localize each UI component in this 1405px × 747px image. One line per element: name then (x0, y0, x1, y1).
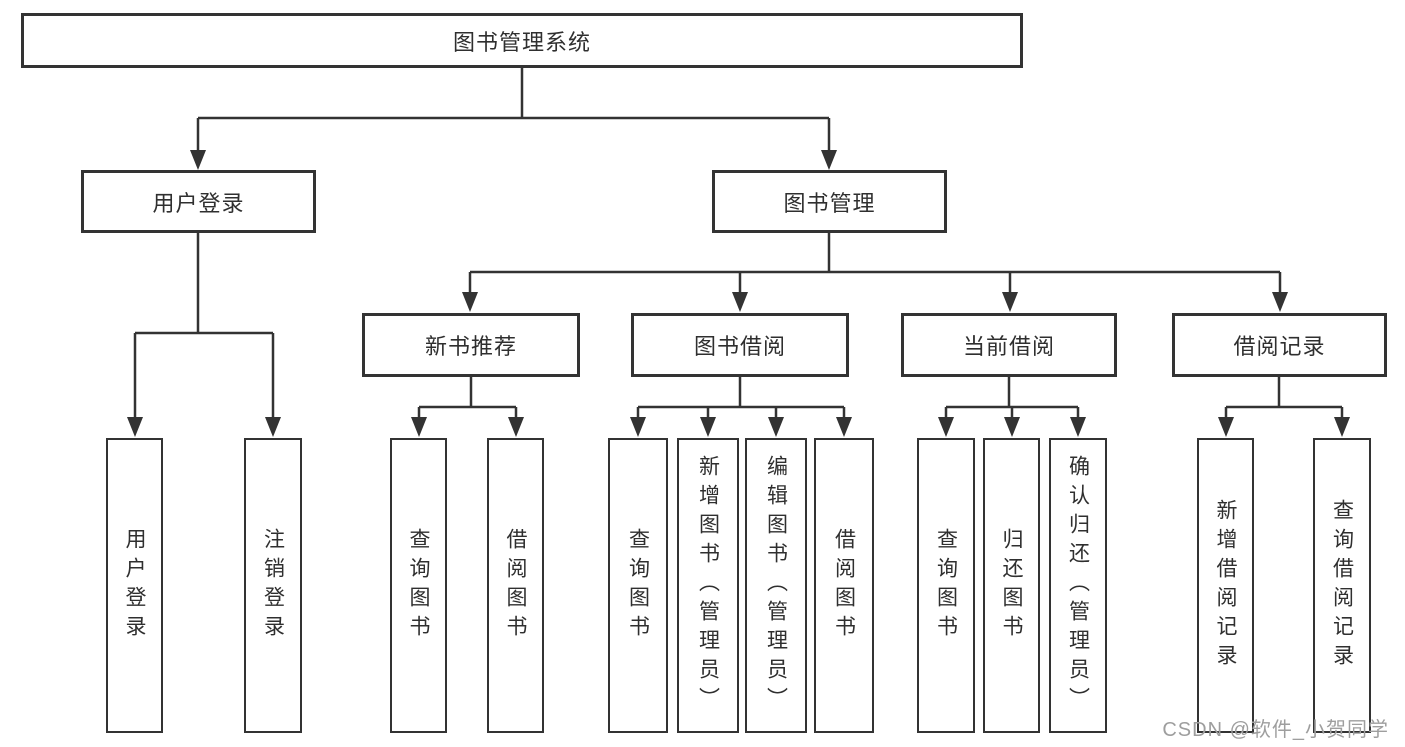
arrowheads-user-login (127, 417, 281, 437)
leaf-user-login-label: 用户登录 (123, 527, 146, 644)
node-borrow-records-label: 借阅记录 (1233, 334, 1326, 359)
leaf-edit-books-admin: 编辑图书（管理员） (745, 438, 807, 733)
node-root-label: 图书管理系统 (452, 29, 591, 55)
node-current-borrow-label: 当前借阅 (962, 334, 1055, 359)
branch-user-login (133, 233, 275, 419)
arrowheads-level2 (190, 150, 837, 170)
arrowheads-borrow-records (1218, 417, 1350, 437)
branch-borrow-records (1224, 377, 1344, 419)
leaf-query-borrow-record: 查询借阅记录 (1313, 438, 1371, 733)
arrowheads-new-book-recommend (411, 417, 524, 437)
csdn-watermark: CSDN @软件_小贺同学 (1162, 719, 1389, 741)
leaf-return-books-label: 归还图书 (1000, 527, 1023, 644)
branch-book-borrow (636, 377, 846, 419)
node-book-management-label: 图书管理 (783, 190, 876, 216)
branch-current-borrow (944, 377, 1080, 419)
branch-new-book-recommend (417, 377, 518, 419)
leaf-confirm-return-admin-label: 确认归还（管理员） (1066, 455, 1090, 716)
node-book-borrow: 图书借阅 (631, 313, 849, 377)
node-user-login: 用户登录 (81, 170, 316, 233)
leaf-query-books-recommend-label: 查询图书 (407, 527, 430, 644)
node-root-library-system: 图书管理系统 (21, 13, 1023, 68)
branch-root-to-level2 (196, 68, 831, 152)
leaf-add-books-admin-label: 新增图书（管理员） (696, 455, 720, 716)
node-book-management: 图书管理 (712, 170, 947, 233)
leaf-query-books-borrow: 查询图书 (608, 438, 668, 733)
node-new-book-recommend-label: 新书推荐 (424, 334, 517, 359)
leaf-query-borrow-record-label: 查询借阅记录 (1330, 498, 1354, 673)
leaf-edit-books-admin-label: 编辑图书（管理员） (764, 455, 788, 716)
node-book-borrow-label: 图书借阅 (693, 334, 786, 359)
arrowheads-book-borrow (630, 417, 852, 437)
leaf-query-books-recommend: 查询图书 (390, 438, 447, 733)
leaf-user-login: 用户登录 (106, 438, 163, 733)
leaf-logout-label: 注销登录 (261, 527, 285, 644)
leaf-borrow-books: 借阅图书 (814, 438, 874, 733)
leaf-logout: 注销登录 (244, 438, 302, 733)
branch-book-management (468, 233, 1282, 294)
leaf-borrow-books-label: 借阅图书 (832, 527, 856, 644)
node-new-book-recommend: 新书推荐 (362, 313, 580, 377)
leaf-query-books-borrow-label: 查询图书 (626, 527, 650, 644)
node-borrow-records: 借阅记录 (1172, 313, 1387, 377)
node-current-borrow: 当前借阅 (901, 313, 1117, 377)
arrowheads-level3 (462, 292, 1288, 312)
leaf-add-books-admin: 新增图书（管理员） (677, 438, 739, 733)
leaf-query-books-current-label: 查询图书 (934, 527, 958, 644)
leaf-borrow-books-recommend-label: 借阅图书 (504, 527, 527, 644)
leaf-confirm-return-admin: 确认归还（管理员） (1049, 438, 1107, 733)
leaf-query-books-current: 查询图书 (917, 438, 975, 733)
leaf-borrow-books-recommend: 借阅图书 (487, 438, 544, 733)
leaf-add-borrow-record: 新增借阅记录 (1197, 438, 1254, 733)
arrowheads-current-borrow (938, 417, 1086, 437)
leaf-return-books: 归还图书 (983, 438, 1040, 733)
leaf-add-borrow-record-label: 新增借阅记录 (1214, 498, 1237, 673)
node-user-login-label: 用户登录 (152, 190, 245, 216)
